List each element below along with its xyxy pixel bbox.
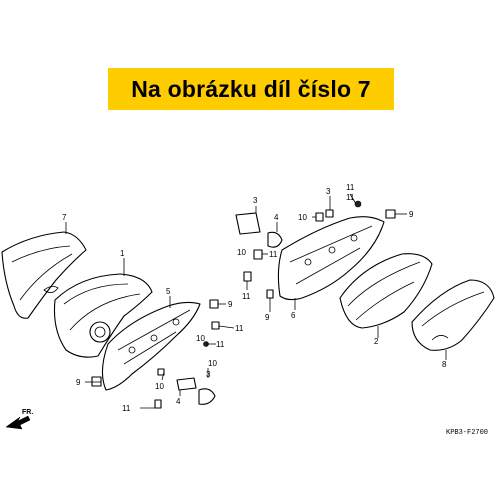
- part-7-left-cover[interactable]: [1, 231, 87, 319]
- callout-4: 4: [274, 213, 279, 222]
- callout-9: 9: [76, 378, 81, 387]
- callout-3: 3: [326, 187, 331, 196]
- callout-10: 10: [237, 248, 246, 257]
- callout-10: 10: [196, 334, 205, 343]
- callout-10: 10: [298, 213, 307, 222]
- callout-9: 9: [265, 313, 270, 322]
- callout-9: 9: [228, 300, 233, 309]
- part-8-right-cover[interactable]: [411, 279, 495, 351]
- callout-10: 10: [155, 382, 164, 391]
- callout-3: 3: [253, 196, 258, 205]
- callout-2: 2: [374, 337, 379, 346]
- callout-11: 11: [235, 324, 244, 333]
- banner-text: Na obrázku díl číslo 7: [131, 75, 371, 102]
- callout-6: 6: [291, 311, 296, 320]
- leader-lines: [65, 193, 447, 409]
- callout-7: 7: [62, 213, 67, 222]
- callout-4: 4: [176, 397, 181, 406]
- callout-3: 3: [206, 370, 211, 379]
- callout-5: 5: [166, 287, 171, 296]
- diagram-code: KPB3-F2700: [446, 429, 488, 437]
- part-1-left-housing[interactable]: [53, 273, 153, 358]
- arrow-icon: [5, 415, 31, 430]
- callout-1: 1: [120, 249, 125, 258]
- callout-numbers: 7 1 5 9 11 10 3 10 4 11 9 11 10 3 4 10 1…: [62, 183, 447, 413]
- front-direction-arrow: FR.: [5, 409, 33, 430]
- callout-11: 11: [346, 183, 355, 192]
- callout-11: 11: [216, 340, 225, 349]
- callout-11: 11: [269, 250, 278, 259]
- direction-label: FR.: [22, 409, 33, 416]
- callout-11: 11: [346, 193, 355, 202]
- callout-10: 10: [208, 359, 217, 368]
- part-number-banner: Na obrázku díl číslo 7: [108, 68, 394, 110]
- callout-9: 9: [409, 210, 414, 219]
- part-2-right-lens[interactable]: [339, 253, 433, 329]
- callout-11: 11: [242, 292, 251, 301]
- callout-8: 8: [442, 360, 447, 369]
- part-5-left-bracket[interactable]: [101, 301, 201, 391]
- callout-11: 11: [122, 404, 131, 413]
- part-6-right-bracket[interactable]: [277, 216, 385, 301]
